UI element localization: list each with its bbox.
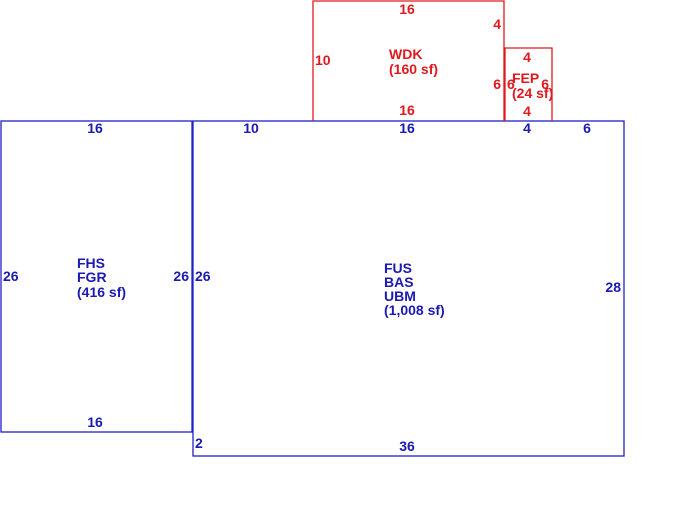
deck-dim-top: 16: [399, 1, 415, 17]
main-dim-left: 26: [195, 268, 211, 284]
garage-outline: [0, 120, 193, 433]
main-dim-offset: 2: [195, 435, 203, 451]
main-dim-top-left: 10: [243, 120, 259, 136]
main-code-2: BAS: [384, 274, 414, 290]
main-dim-top-mid: 16: [399, 120, 415, 136]
garage-code-2: FGR: [77, 269, 107, 285]
main-dim-right: 28: [605, 279, 621, 295]
garage-area: (416 sf): [77, 284, 126, 300]
garage-dim-right: 26: [173, 268, 189, 284]
garage-dim-top: 16: [87, 120, 103, 136]
deck-dim-right-upper: 4: [493, 16, 501, 32]
main-code-3: UBM: [384, 288, 416, 304]
main-area: (1,008 sf): [384, 302, 445, 318]
garage-code-1: FHS: [77, 255, 105, 271]
porch-dim-left: 6: [507, 76, 515, 92]
main-dim-top-right-b: 6: [583, 120, 591, 136]
porch-dim-bottom: 4: [523, 103, 531, 119]
main-dim-top-right-a: 4: [523, 120, 531, 136]
porch-dim-right: 6: [541, 76, 549, 92]
main-dim-bottom: 36: [399, 438, 415, 454]
deck-code: WDK: [389, 46, 422, 62]
deck-outline: [312, 0, 505, 121]
main-house-outline: [192, 120, 625, 457]
porch-area: (24 sf): [512, 85, 553, 101]
deck-dim-right-lower: 6: [493, 76, 501, 92]
deck-dim-bottom: 16: [399, 102, 415, 118]
porch-code: FEP: [512, 70, 539, 86]
porch-dim-top: 4: [523, 49, 531, 65]
garage-dim-left: 26: [3, 268, 19, 284]
main-code-1: FUS: [384, 260, 412, 276]
porch-outline: [504, 47, 553, 121]
deck-dim-left: 10: [315, 52, 331, 68]
deck-area: (160 sf): [389, 61, 438, 77]
garage-dim-bottom: 16: [87, 414, 103, 430]
